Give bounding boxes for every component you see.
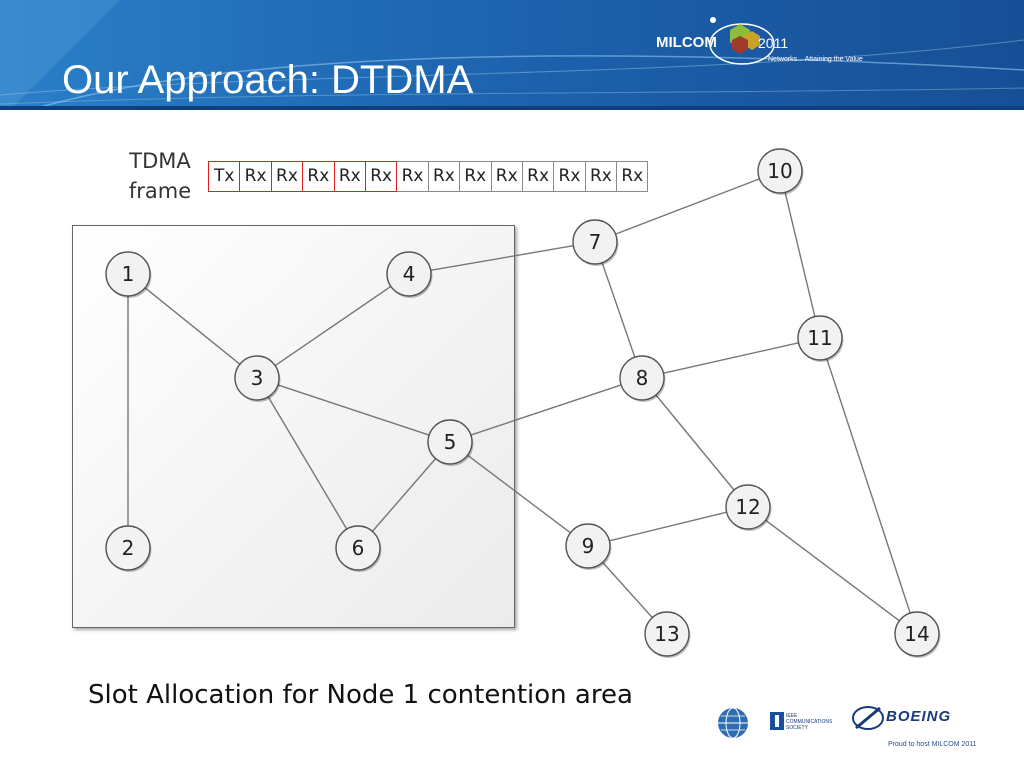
tdma-slot-6: Rx [364, 161, 398, 192]
node-10: 10 [757, 148, 804, 195]
node-label-4: 4 [403, 262, 416, 286]
edge-3-4 [274, 285, 392, 367]
milcom-logo-text: MILCOM [656, 34, 717, 51]
node-label-7: 7 [589, 230, 602, 254]
edge-3-5 [277, 384, 430, 436]
tdma-slot-3: Rx [270, 161, 304, 192]
tdma-label-line1: TDMA [129, 149, 191, 173]
node-label-12: 12 [735, 495, 760, 519]
node-4: 4 [386, 251, 433, 298]
node-14: 14 [894, 611, 941, 658]
node-11: 11 [797, 315, 844, 362]
tdma-slot-5: Rx [333, 161, 366, 192]
node-label-9: 9 [582, 534, 595, 558]
node-13: 13 [644, 611, 691, 658]
header-banner: Our Approach: DTDMA MILCOM 2011 Networks… [0, 0, 1024, 110]
edge-5-8 [470, 384, 622, 436]
edge-12-14 [765, 519, 900, 622]
node-label-8: 8 [636, 366, 649, 390]
tdma-slot-7: Rx [396, 161, 429, 192]
tdma-slot-14: Rx [616, 161, 649, 192]
milcom-year: 2011 [758, 35, 789, 51]
node-12: 12 [725, 484, 772, 531]
boeing-logo-text: BOEING [886, 708, 952, 725]
milcom-tagline: Networks... Attaining the Value [768, 56, 863, 63]
node-7: 7 [572, 219, 619, 266]
slide-caption: Slot Allocation for Node 1 contention ar… [88, 680, 633, 710]
node-6: 6 [335, 525, 382, 572]
afcea-globe-icon [718, 707, 748, 739]
node-5: 5 [427, 419, 474, 466]
edge-10-11 [784, 192, 816, 317]
node-2: 2 [105, 525, 152, 572]
proud-to-host-text: Proud to host MILCOM 2011 [888, 741, 977, 748]
tdma-slot-12: Rx [553, 161, 586, 192]
node-label-14: 14 [904, 622, 929, 646]
tdma-label-line2: frame [128, 179, 192, 203]
tdma-slot-8: Rx [427, 161, 461, 192]
ieee-comsoc-text: IEEE COMMUNICATIONS SOCIETY [786, 713, 833, 731]
boeing-logo-icon [852, 706, 884, 730]
edge-7-8 [601, 262, 636, 358]
page-title: Our Approach: DTDMA [62, 58, 474, 102]
node-1: 1 [105, 251, 152, 298]
tdma-slot-4: Rx [302, 161, 335, 192]
node-label-3: 3 [251, 366, 264, 390]
node-label-5: 5 [444, 430, 457, 454]
milcom-emblem-icon [709, 17, 775, 65]
tdma-slot-2: Rx [239, 161, 272, 192]
node-8: 8 [619, 355, 666, 402]
node-label-6: 6 [352, 536, 365, 560]
edge-9-13 [602, 561, 653, 619]
node-3: 3 [234, 355, 281, 402]
tdma-slot-10: Rx [490, 161, 523, 192]
node-label-10: 10 [767, 159, 792, 183]
edge-9-12 [609, 511, 727, 542]
edge-11-14 [826, 358, 911, 614]
tdma-frame-label: TDMA frame [122, 146, 198, 206]
ieee-logo-icon [770, 712, 784, 730]
edge-4-7 [430, 245, 574, 271]
node-9: 9 [565, 523, 612, 570]
edge-8-11 [663, 342, 799, 374]
node-label-2: 2 [122, 536, 135, 560]
node-label-13: 13 [654, 622, 679, 646]
node-label-1: 1 [122, 262, 135, 286]
edge-8-12 [655, 394, 735, 491]
edge-3-6 [267, 396, 348, 530]
header-background [0, 0, 1024, 110]
edge-1-3 [144, 287, 241, 365]
node-label-11: 11 [807, 326, 832, 350]
tdma-slot-1: Tx [208, 161, 241, 192]
edge-5-9 [467, 454, 571, 534]
tdma-slot-13: Rx [584, 161, 618, 192]
tdma-slot-9: Rx [459, 161, 492, 192]
edge-6-5 [371, 458, 437, 532]
edge-7-10 [615, 178, 760, 235]
